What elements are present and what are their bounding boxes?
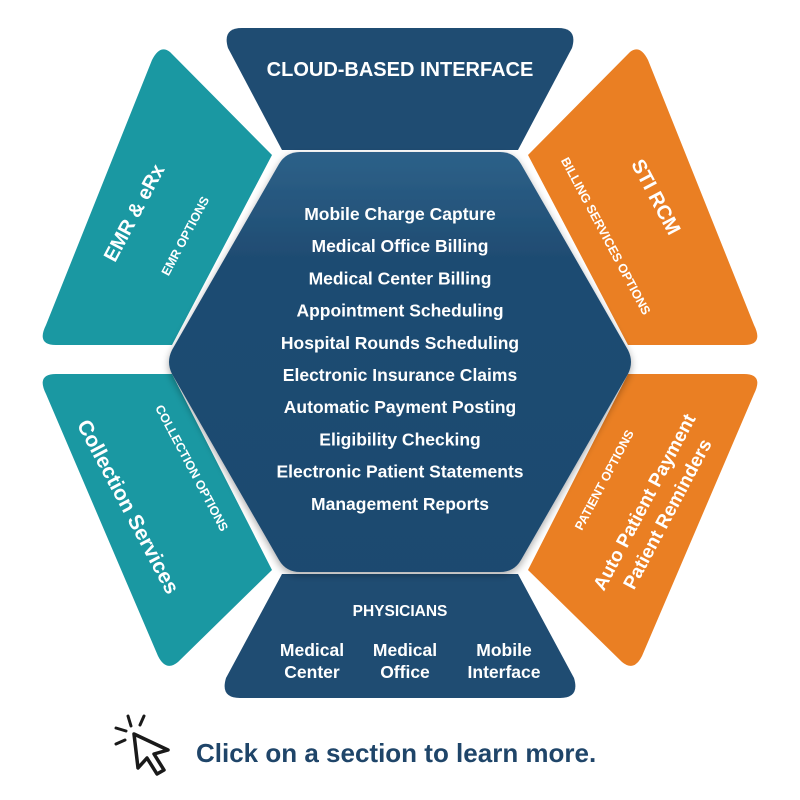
hexagon-diagram: CLOUD-BASED INTERFACE EMR & eRx EMR OPTI… <box>42 28 758 698</box>
physicians-item-line1: Medical <box>280 640 344 660</box>
footer-text: Click on a section to learn more. <box>196 738 597 768</box>
patient-section[interactable]: Auto Patient Payment Patient Reminders P… <box>528 374 758 666</box>
cloud-interface-title: CLOUD-BASED INTERFACE <box>267 59 534 81</box>
center-service-item: Hospital Rounds Scheduling <box>281 333 519 353</box>
cursor-click-icon <box>114 714 170 776</box>
center-service-item: Electronic Insurance Claims <box>283 365 518 385</box>
cloud-interface-section[interactable]: CLOUD-BASED INTERFACE <box>226 28 574 150</box>
center-service-item: Automatic Payment Posting <box>284 397 516 417</box>
center-service-item: Management Reports <box>311 494 489 514</box>
physicians-item-line2: Center <box>284 662 340 682</box>
emr-section[interactable]: EMR & eRx EMR OPTIONS <box>42 49 273 345</box>
center-service-item: Mobile Charge Capture <box>304 204 496 224</box>
physicians-item-line1: Medical <box>373 640 437 660</box>
center-service-item: Appointment Scheduling <box>296 301 503 321</box>
physicians-item-medical-office[interactable]: Medical Office <box>373 640 437 682</box>
center-service-item: Medical Center Billing <box>309 268 492 288</box>
physicians-item-line1: Mobile <box>476 640 532 660</box>
physicians-item-line2: Interface <box>468 662 541 682</box>
physicians-title: PHYSICIANS <box>353 603 448 620</box>
sti-rcm-section[interactable]: STI RCM BILLING SERVICES OPTIONS <box>528 49 758 345</box>
physicians-item-mobile-interface[interactable]: Mobile Interface <box>468 640 541 682</box>
center-service-item: Medical Office Billing <box>312 236 489 256</box>
physicians-section[interactable]: PHYSICIANS Medical Center Medical Office… <box>224 574 576 698</box>
footer-call-to-action[interactable]: Click on a section to learn more. <box>112 712 712 782</box>
center-service-item: Eligibility Checking <box>319 429 480 449</box>
physicians-item-line2: Office <box>380 662 430 682</box>
center-service-item: Electronic Patient Statements <box>276 462 523 482</box>
physicians-item-medical-center[interactable]: Medical Center <box>280 640 344 682</box>
center-hexagon-shape <box>169 152 631 572</box>
